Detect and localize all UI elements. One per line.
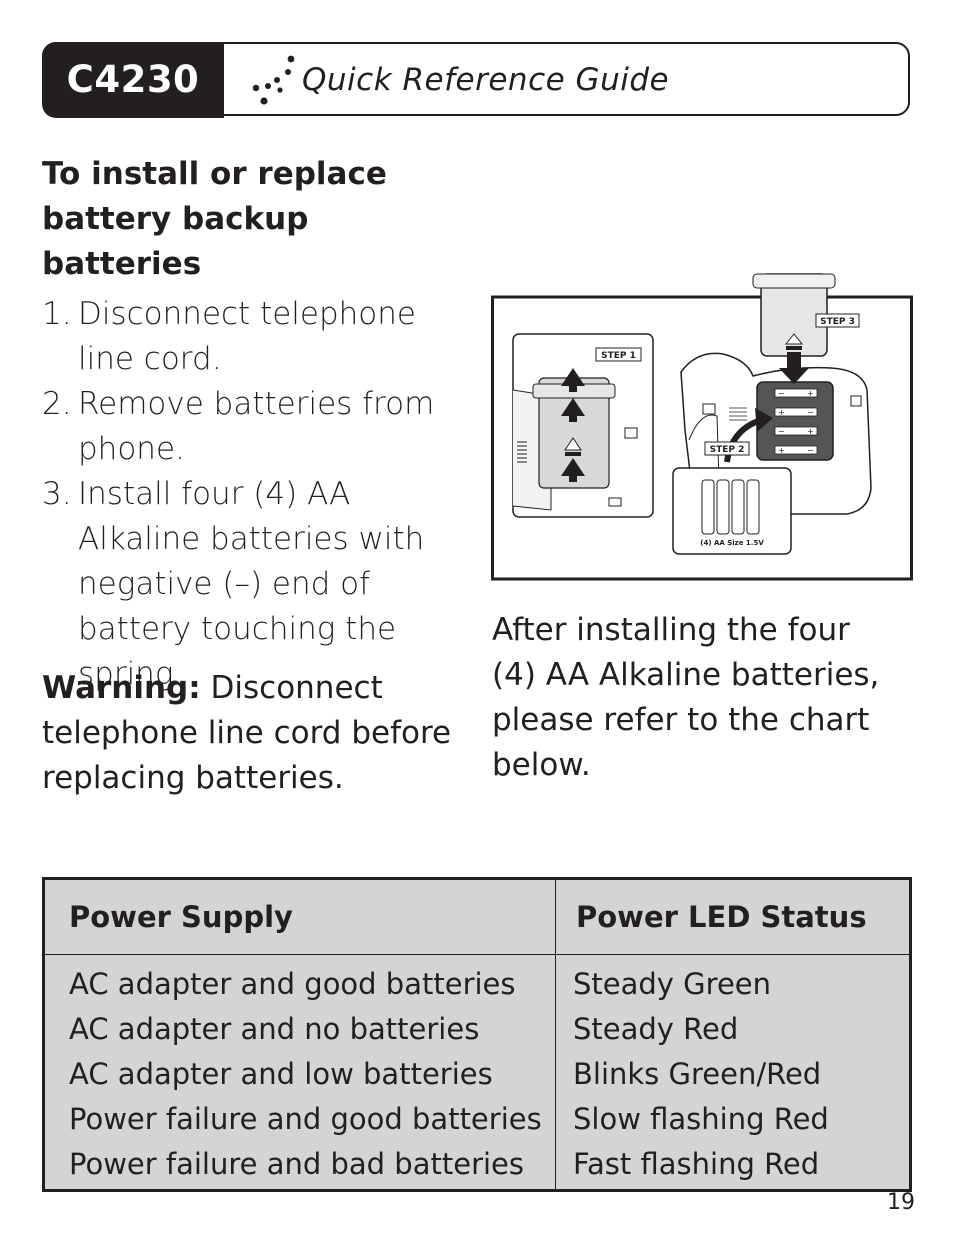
step-text: Install four (4) AA Alkaline batteries w… — [78, 476, 425, 692]
warning-text: Disconnect telephone line cord before re… — [42, 670, 452, 796]
table-row: AC adapter and good batteries Steady Gre… — [45, 962, 909, 1007]
step1-phone-drawing: STEP 1 — [512, 333, 654, 518]
led-status-cell: Steady Green — [573, 967, 772, 1001]
model-number: C4230 — [42, 42, 224, 118]
section-title: To install or replace battery backup bat… — [42, 156, 387, 282]
instruction-step: 3. Install four (4) AA Alkaline batterie… — [42, 472, 472, 697]
table-row: AC adapter and low batteries Blinks Gree… — [45, 1052, 909, 1097]
page-number: 19 — [887, 1190, 915, 1215]
battery-installation-diagram: STEP 1 − + + − − + + − — [491, 273, 913, 581]
guide-title: Quick Reference Guide — [302, 62, 670, 98]
step-number: 3. — [42, 476, 72, 512]
table-body: AC adapter and good batteries Steady Gre… — [45, 962, 909, 1187]
plus-sign: + — [807, 389, 814, 398]
minus-sign: − — [778, 389, 785, 398]
plus-sign: + — [807, 427, 814, 436]
step-number: 1. — [42, 296, 72, 332]
power-supply-cell: AC adapter and no batteries — [69, 1012, 480, 1046]
table-row: Power failure and bad batteries Fast fla… — [45, 1142, 909, 1187]
table-row: AC adapter and no batteries Steady Red — [45, 1007, 909, 1052]
warning-label: Warning: — [42, 670, 201, 706]
column-header-power-supply: Power Supply — [69, 900, 293, 934]
step2-label: STEP 2 — [710, 445, 745, 455]
column-header-led-status: Power LED Status — [576, 900, 867, 934]
plus-sign: + — [778, 408, 785, 417]
step3-label: STEP 3 — [820, 317, 855, 327]
led-status-cell: Fast flashing Red — [573, 1147, 820, 1181]
minus-sign: − — [778, 427, 785, 436]
power-supply-cell: AC adapter and low batteries — [69, 1057, 493, 1091]
table-row: Power failure and good batteries Slow fl… — [45, 1097, 909, 1142]
step-text: Disconnect telephone line cord. — [78, 296, 416, 377]
minus-sign: − — [807, 408, 814, 417]
step-text: Remove batteries from phone. — [78, 386, 435, 467]
step1-label: STEP 1 — [601, 351, 636, 361]
power-supply-cell: AC adapter and good batteries — [69, 967, 516, 1001]
header-banner: C4230 Quick Reference Guide — [42, 42, 910, 118]
header-divider — [45, 954, 909, 955]
instruction-step: 2. Remove batteries from phone. — [42, 382, 472, 472]
led-status-cell: Blinks Green/Red — [573, 1057, 822, 1091]
warning-note: Warning: Disconnect telephone line cord … — [42, 666, 462, 801]
column-divider — [555, 880, 556, 1189]
power-supply-cell: Power failure and bad batteries — [69, 1147, 524, 1181]
step-number: 2. — [42, 386, 72, 422]
main-phone-drawing: − + + − − + + − STEP 3 (4) AA Size 1.5V — [672, 273, 872, 555]
after-install-text: After installing the four (4) AA Alkalin… — [492, 612, 880, 783]
instruction-list: 1. Disconnect telephone line cord. 2. Re… — [42, 292, 472, 697]
power-led-status-table: Power Supply Power LED Status AC adapter… — [42, 877, 912, 1192]
led-status-cell: Slow flashing Red — [573, 1102, 829, 1136]
led-status-cell: Steady Red — [573, 1012, 739, 1046]
minus-sign: − — [807, 446, 814, 455]
instruction-step: 1. Disconnect telephone line cord. — [42, 292, 472, 382]
dots-icon — [252, 55, 295, 105]
plus-sign: + — [778, 446, 785, 455]
battery-size-label: (4) AA Size 1.5V — [700, 539, 764, 547]
power-supply-cell: Power failure and good batteries — [69, 1102, 542, 1136]
